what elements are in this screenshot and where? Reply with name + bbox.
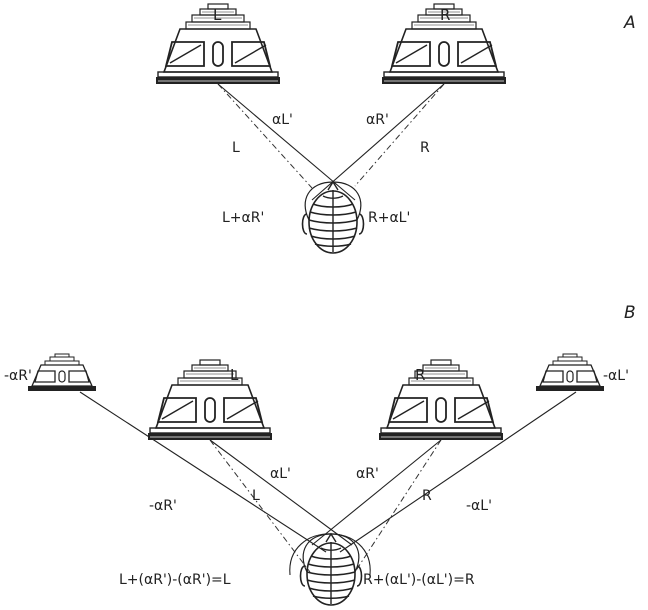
speaker-b-left [147,359,273,441]
panel-b-right-speaker-label: R [415,366,425,384]
label-b-r: R [422,488,432,504]
path-a-left-cross [217,83,356,201]
panel-b-label: B [624,303,636,323]
speaker-b-right [378,359,504,441]
speaker-b-outer-left [27,353,97,392]
path-a-left-direct [217,83,313,189]
label-b-neg-alpha-l: -αL' [466,498,492,514]
path-b-left-cross [209,439,353,546]
label-a-alpha-r: αR' [366,112,389,128]
outer-right-speaker-label: -αL' [603,368,629,384]
path-b-outer-right [339,391,577,553]
path-b-right-direct [354,439,442,573]
path-a-right-direct [354,83,445,187]
label-a-alpha-l: αL' [272,112,293,128]
panel-b-left-speaker-label: L [230,366,239,384]
ear-a-right-signal: R+αL' [368,210,410,226]
label-b-alpha-l: αL' [270,466,291,482]
panel-a-label: A [623,13,636,33]
path-b-outer-left [79,391,327,553]
ear-b-right-signal: R+(αL')-(αL')=R [363,572,475,588]
label-b-neg-alpha-r: -αR' [149,498,177,514]
outer-left-speaker-label: -αR' [4,368,32,384]
path-b-left-direct [209,439,311,573]
label-a-r: R [420,140,430,156]
label-b-l: L [252,488,260,504]
label-b-alpha-r: αR' [356,466,379,482]
ear-b-left-signal: L+(αR')-(αR')=L [119,572,231,588]
speaker-b-outer-right [535,353,605,392]
path-b-right-cross [311,439,442,546]
listener-head-a [301,181,365,254]
panel-b: B L R -αR' -αL' αL' αR' L R -αR' -αL' L+… [4,303,636,606]
ear-a-left-signal: L+αR' [222,210,264,226]
listener-head-b [299,533,363,606]
path-a-right-cross [311,83,445,201]
panel-a: A L R αL' αR' L R L+αR' R+αL' [155,3,636,254]
label-a-l: L [232,140,240,156]
